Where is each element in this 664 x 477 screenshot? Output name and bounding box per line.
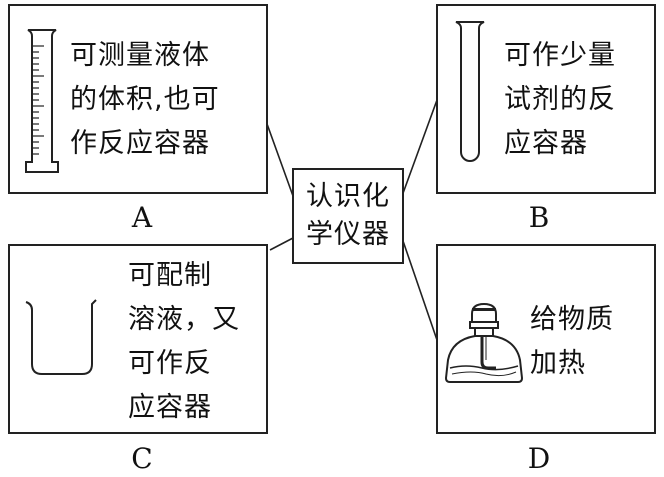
box-b-line-1: 可作少量 — [504, 40, 616, 71]
center-line-1: 认识化 — [306, 181, 390, 212]
connector-d — [401, 237, 438, 341]
alcohol-lamp-icon — [444, 302, 524, 383]
box-c-line-3: 可作反 — [128, 348, 212, 379]
box-b-line-3: 应容器 — [504, 128, 588, 159]
center-line-2: 学仪器 — [306, 219, 390, 250]
box-a: 可测量液体 的体积,也可 作反应容器 — [8, 4, 268, 194]
box-a-letter: A — [131, 201, 153, 234]
box-d: 给物质 加热 — [436, 244, 656, 434]
connector-c — [269, 237, 294, 251]
connector-b — [401, 99, 438, 197]
test-tube-icon — [455, 21, 485, 162]
beaker-icon — [25, 299, 97, 375]
center-text: 认识化 学仪器 — [306, 179, 390, 255]
box-c: 可配制 溶液，又 可作反 应容器 — [8, 244, 268, 434]
box-b: 可作少量 试剂的反 应容器 — [436, 4, 656, 194]
box-c-text: 可配制 溶液，又 可作反 应容器 — [128, 254, 240, 430]
box-a-line-2: 的体积,也可 — [70, 84, 220, 115]
box-a-line-3: 作反应容器 — [70, 128, 210, 159]
box-c-line-1: 可配制 — [128, 260, 212, 291]
box-b-text: 可作少量 试剂的反 应容器 — [504, 34, 616, 166]
box-d-line-2: 加热 — [530, 348, 586, 379]
box-a-line-1: 可测量液体 — [70, 40, 210, 71]
box-c-line-4: 应容器 — [128, 392, 212, 423]
box-b-line-2: 试剂的反 — [504, 84, 616, 115]
box-d-line-1: 给物质 — [530, 304, 614, 335]
box-c-letter: C — [131, 442, 153, 475]
box-b-letter: B — [528, 201, 550, 234]
center-box: 认识化 学仪器 — [292, 168, 404, 264]
box-d-letter: D — [527, 442, 551, 475]
box-c-line-2: 溶液，又 — [128, 304, 240, 335]
graduated-cylinder-icon — [25, 29, 59, 173]
box-a-text: 可测量液体 的体积,也可 作反应容器 — [70, 34, 220, 166]
box-d-text: 给物质 加热 — [530, 298, 614, 386]
